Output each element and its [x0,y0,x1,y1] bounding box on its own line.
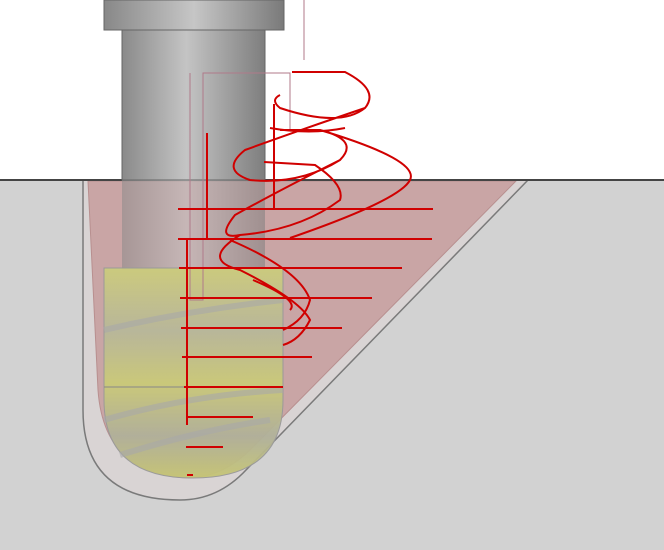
toolpath [178,71,433,476]
tool-shank-below-surface [122,180,265,270]
flute-edge [103,297,284,458]
toolpath-link-moves [189,0,305,301]
tool-holder [103,0,285,31]
tool-shank [121,29,266,181]
toolpath-helix [219,71,412,346]
